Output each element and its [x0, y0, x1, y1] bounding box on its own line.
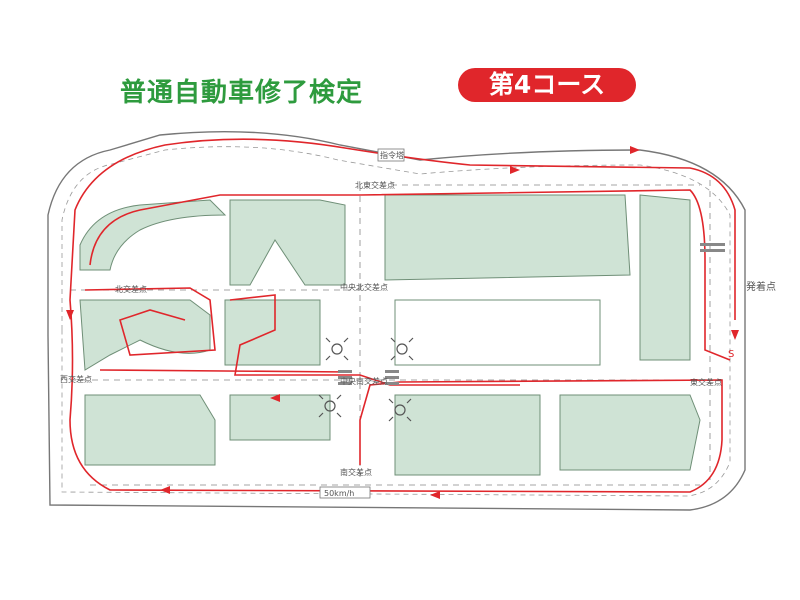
east-intersection-label: 東交差点 — [690, 377, 722, 387]
block-inner-c — [224, 299, 321, 366]
block-w-s-curve — [79, 299, 211, 371]
south-intersection-label: 南交差点 — [340, 467, 372, 477]
route-line — [69, 138, 736, 493]
signal-tower-label: 指令塔 — [380, 150, 404, 160]
route-arrow — [630, 146, 640, 154]
block-nw-curve — [79, 199, 227, 271]
traffic-signal-icon — [325, 337, 349, 361]
central-north-label: 中央北交差点 — [340, 282, 388, 292]
speed-sign: 50km/h — [324, 489, 354, 498]
block-sw — [84, 394, 216, 466]
northeast-label: 北東交差点 — [355, 180, 395, 190]
block-se-2 — [559, 394, 701, 471]
block-s-center — [229, 394, 331, 441]
block-central-mid — [394, 299, 601, 366]
page-title: 普通自動車修了検定 — [120, 78, 364, 108]
block-central-ne — [384, 194, 631, 281]
start-point-label: 発着点 — [746, 280, 776, 293]
start-marker: S — [728, 349, 734, 360]
crosswalk — [338, 370, 352, 373]
course-badge: 第4コース — [458, 68, 636, 102]
north-intersection-label: 北交差点 — [115, 284, 147, 294]
block-w-mark — [229, 199, 346, 286]
block-se-1 — [394, 394, 541, 476]
central-south-label: 中央南交差点 — [340, 376, 388, 386]
block-east-strip — [639, 194, 691, 361]
west-intersection-label: 西交差点 — [60, 374, 92, 384]
course-boundary — [47, 130, 746, 511]
